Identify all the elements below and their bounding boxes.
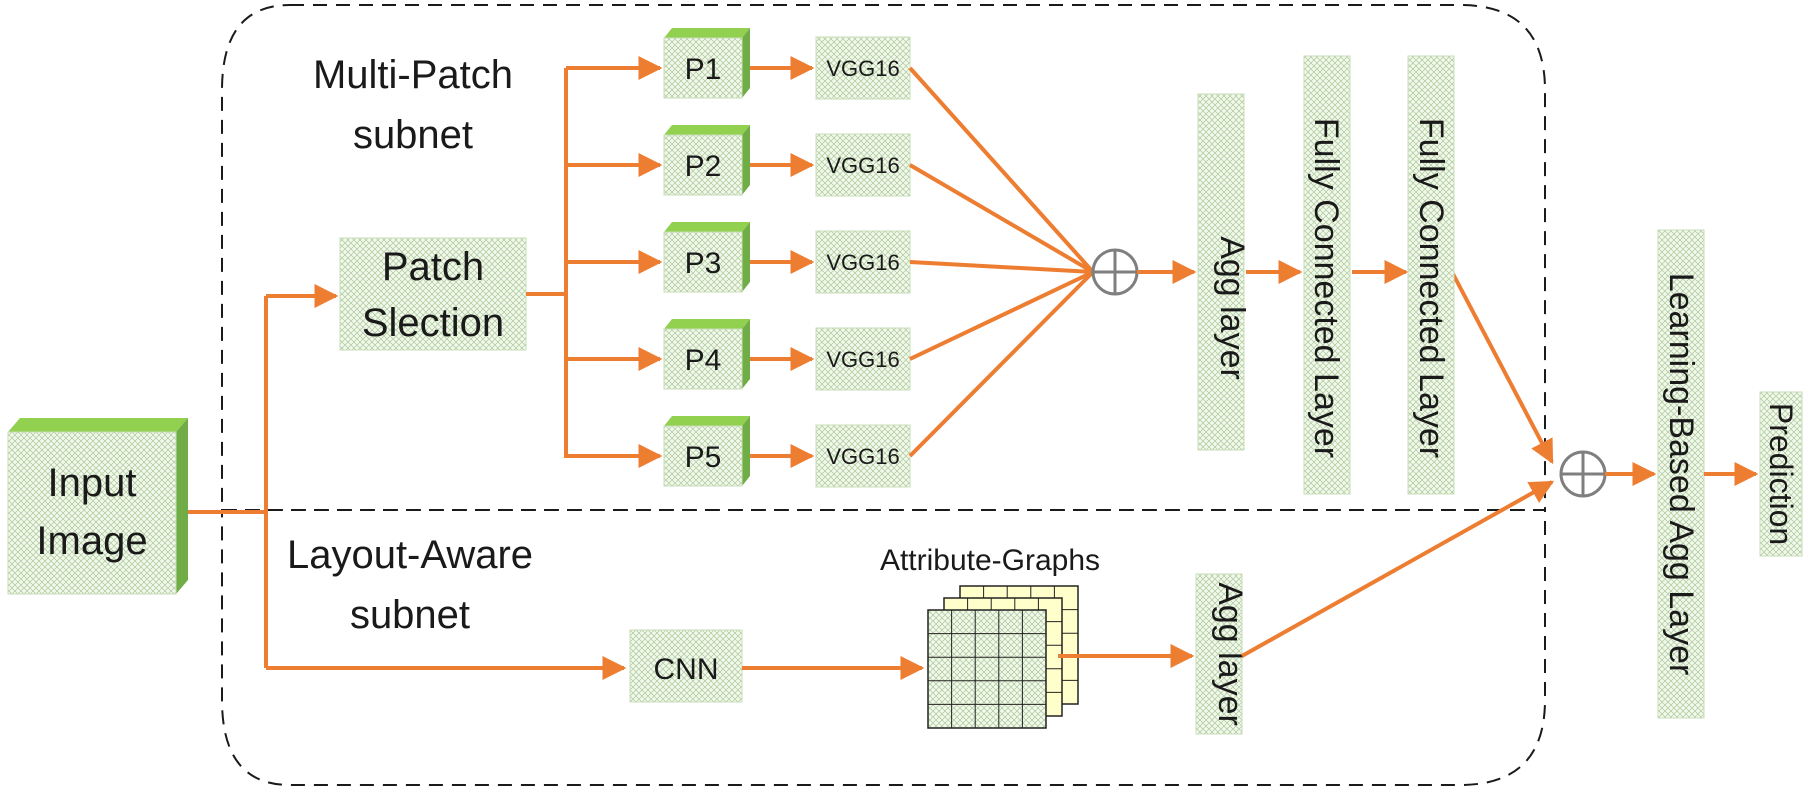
fc-layer-1-label: Fully Connected Layer (1307, 118, 1345, 458)
patch-trunk (526, 68, 568, 458)
agg-bottom-to-sum-arrow (1241, 480, 1555, 658)
layout-aware-title-2: subnet (350, 593, 470, 637)
patch-cube: P3 (663, 222, 750, 293)
input-image-label-2: Image (36, 519, 147, 563)
patch-cube: P5 (663, 416, 750, 487)
patch-row: P3 VGG16 (566, 222, 1094, 294)
agg-layer-top-box: Agg layer (1197, 93, 1251, 451)
layout-aware-region (221, 509, 1546, 786)
patch-selection-box: Patch Slection (339, 237, 527, 351)
sum-node-right (1559, 450, 1607, 498)
fc-layer-2-label: Fully Connected Layer (1412, 118, 1450, 458)
multi-patch-title-2: subnet (353, 113, 473, 157)
patch-selection-label: Patch (382, 245, 484, 289)
top-pipeline-arrows (1137, 260, 1554, 465)
patch-label: P5 (685, 441, 722, 474)
attribute-graphs-stack (927, 585, 1079, 729)
patch-row: P5 VGG16 (566, 270, 1095, 488)
sum-node-top (1091, 248, 1139, 296)
vgg16-box: VGG16 (815, 327, 911, 391)
fc-layer-1-box: Fully Connected Layer (1303, 55, 1351, 495)
learning-agg-box: Learning-Based Agg Layer (1657, 229, 1705, 719)
prediction-label: Prediction (1763, 403, 1799, 545)
patch-label: P2 (685, 150, 722, 183)
cnn-label: CNN (654, 653, 719, 686)
input-image-label: Input (48, 461, 137, 505)
vgg16-label: VGG16 (826, 56, 899, 81)
vgg16-box: VGG16 (815, 36, 911, 100)
patch-selection-label-2: Slection (362, 301, 504, 345)
vgg16-box: VGG16 (815, 230, 911, 294)
layout-aware-title: Layout-Aware (287, 533, 533, 577)
patch-cube: P2 (663, 125, 750, 196)
fc-layer-2-box: Fully Connected Layer (1407, 55, 1455, 495)
cnn-box: CNN (629, 629, 743, 703)
learning-agg-label: Learning-Based Agg Layer (1662, 273, 1700, 676)
vgg16-label: VGG16 (826, 347, 899, 372)
attribute-graphs-label: Attribute-Graphs (880, 544, 1100, 577)
vgg16-box: VGG16 (815, 424, 911, 488)
vgg16-label: VGG16 (826, 153, 899, 178)
input-image-cube: Input Image (7, 418, 188, 595)
vgg16-label: VGG16 (826, 250, 899, 275)
attribute-graph-sheet (927, 609, 1047, 729)
patch-cube: P1 (663, 28, 750, 99)
prediction-box: Prediction (1759, 391, 1803, 557)
patch-row: P4 VGG16 (566, 270, 1094, 391)
agg-layer-bottom-box: Agg layer (1195, 573, 1249, 735)
input-connectors (188, 284, 627, 680)
patch-label: P1 (685, 53, 722, 86)
multi-patch-region (221, 4, 1546, 511)
patch-cube: P4 (663, 319, 750, 390)
vgg16-box: VGG16 (815, 133, 911, 197)
agg-layer-top-label: Agg layer (1213, 236, 1251, 380)
patch-label: P4 (685, 344, 722, 377)
vgg16-label: VGG16 (826, 444, 899, 469)
multi-patch-title: Multi-Patch (313, 53, 513, 97)
patch-label: P3 (685, 247, 722, 280)
